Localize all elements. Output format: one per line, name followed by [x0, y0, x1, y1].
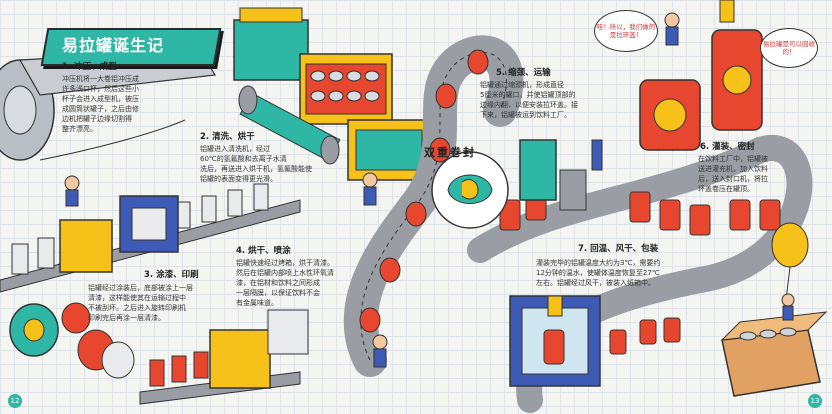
step-6-heading: 6. 灌装、密封 — [700, 142, 755, 152]
winding-belt — [343, 35, 524, 377]
page-number-right: 13 — [808, 394, 822, 408]
step-5-heading: 5. 缩颈、运输 — [496, 68, 551, 78]
filling-machine — [519, 139, 603, 211]
step-4-heading: 4. 烘干、喷涂 — [236, 246, 291, 256]
step-2-heading: 2. 清洗、烘干 — [200, 132, 255, 142]
printing-rollers — [9, 302, 135, 379]
page-number-left: 12 — [8, 394, 22, 408]
seam-label: 双重卷封 — [424, 146, 476, 159]
step-3-text: 铝罐经过涂装后，底部被涂上一层清漆，这样能使其在运输过程中 不被刮坏。之后进入旋… — [88, 284, 193, 322]
bottom-conveyor — [139, 309, 309, 405]
step-1-heading: 1. 冲压、成型 — [62, 62, 117, 72]
washing-machine — [347, 119, 431, 181]
roller-shaft — [238, 85, 341, 165]
coating-machines — [59, 195, 179, 273]
step-4-text: 铝罐快速经过烤箱，烘干清漆。然后在铝罐内部喷上水性环氧清漆，在铝材和饮料之间形成… — [236, 259, 334, 307]
balloon — [771, 222, 809, 301]
seam-magnifier — [431, 151, 509, 229]
drying-box — [509, 295, 601, 387]
cardboard-box — [720, 311, 828, 397]
giant-can — [639, 0, 763, 151]
step-3-heading: 3. 涂漆、印刷 — [144, 270, 199, 280]
speech-bubble-right: 易拉罐是可以回收的！ — [760, 28, 818, 68]
step-6-text: 在饮料工厂中，铝罐被送进灌充机，加入饮料 后，送入封口机，将拉环盖卷压在罐顶。 — [698, 155, 768, 193]
step-1-text: 冲压机将一大卷铝冲压成许多浅口杯，然后这些小杯子会进入成型机，被压 成圆筒状罐子… — [62, 75, 139, 133]
step-7-heading: 7. 回温、风干、包装 — [578, 244, 659, 254]
workers — [64, 12, 795, 368]
speech-bubble-left: 哇！所以，我们做的是拉环盖！ — [594, 10, 658, 52]
page-title: 易拉罐诞生记 — [62, 36, 165, 55]
stamping-press — [233, 7, 393, 125]
